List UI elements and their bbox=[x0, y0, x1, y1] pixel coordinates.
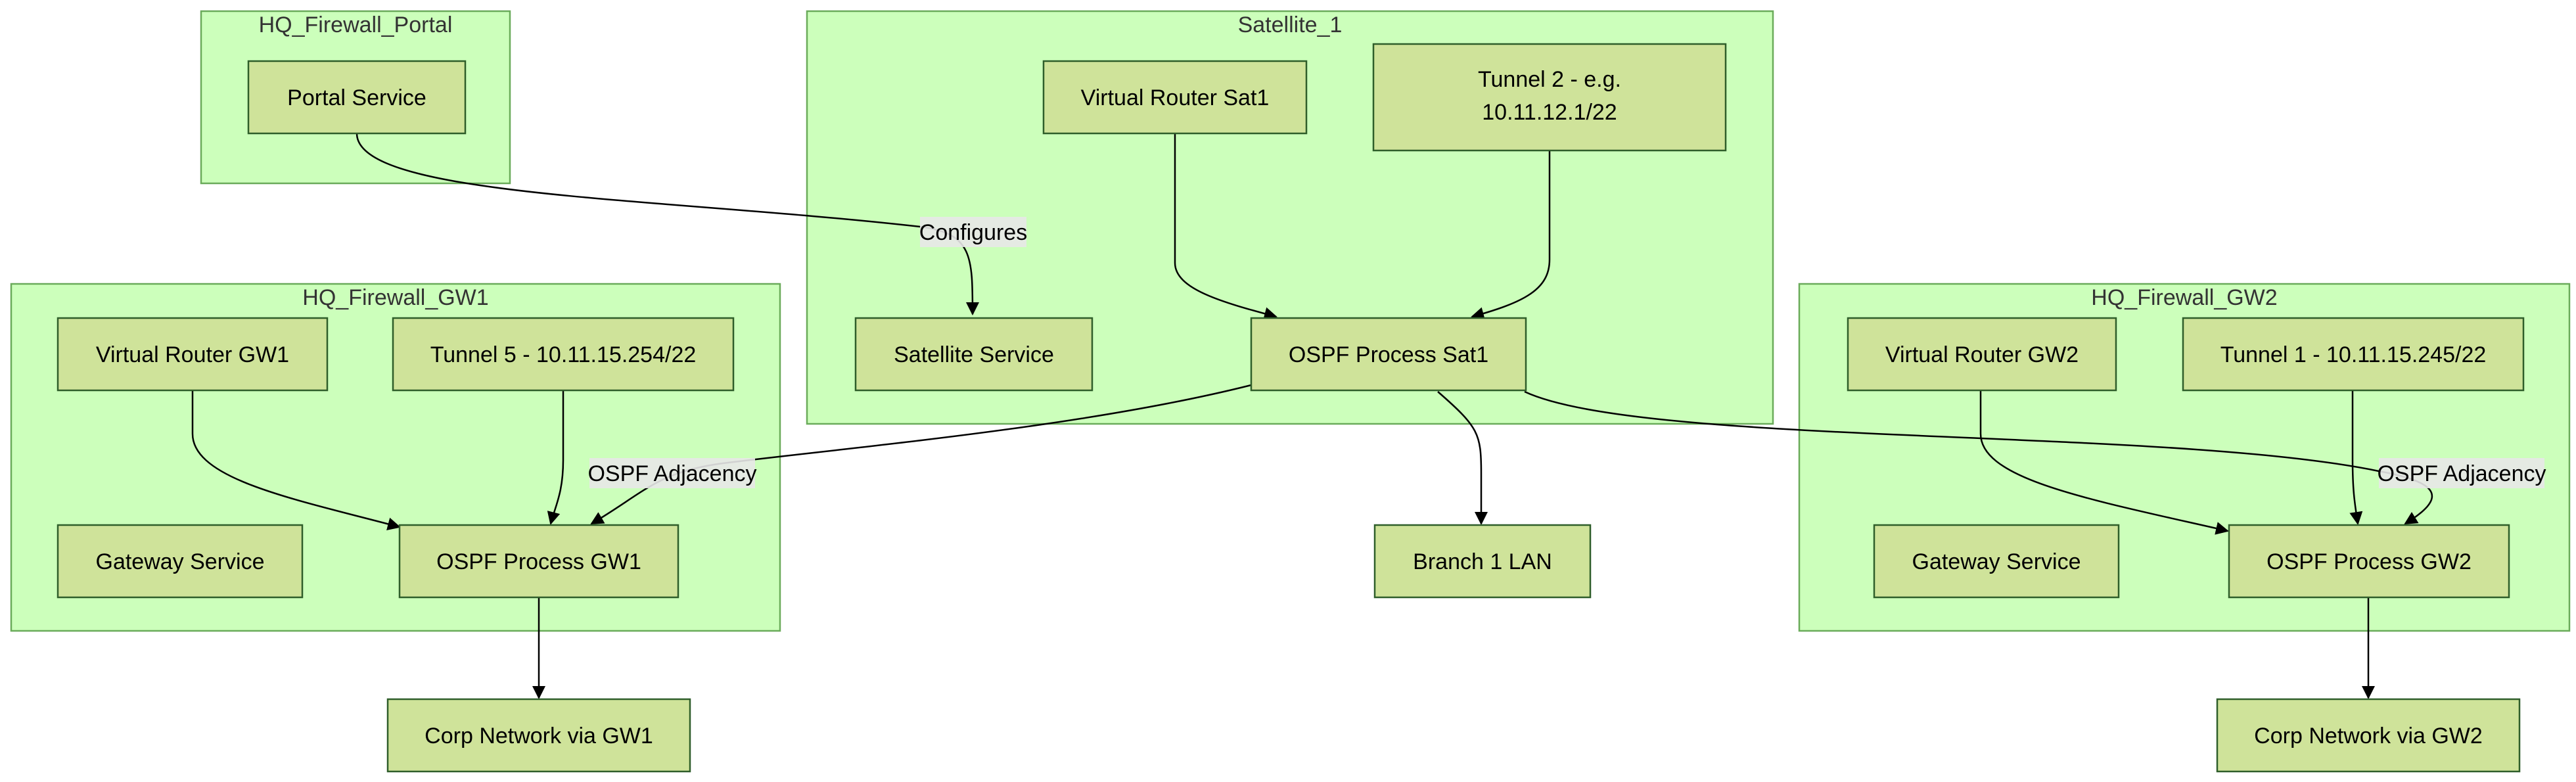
node-gateway-service-gw2-label: Gateway Service bbox=[1912, 549, 2081, 574]
edge-label-configures: Configures bbox=[919, 217, 1027, 247]
node-satellite-service-label: Satellite Service bbox=[894, 342, 1054, 367]
node-portal-service[interactable]: Portal Service bbox=[247, 60, 467, 135]
node-virtual-router-sat1-label: Virtual Router Sat1 bbox=[1081, 85, 1270, 110]
node-ospf-process-gw1-label: OSPF Process GW1 bbox=[436, 549, 641, 574]
cluster-label-hq-firewall-portal: HQ_Firewall_Portal bbox=[259, 12, 453, 37]
node-ospf-process-gw2[interactable]: OSPF Process GW2 bbox=[2228, 524, 2510, 599]
edge-label-ospf-adjacency-gw2: OSPF Adjacency bbox=[2377, 458, 2546, 488]
edge-tunnel5-to-ospf-gw1 bbox=[547, 390, 564, 525]
edge-vr-sat1-to-ospf-sat1 bbox=[1174, 133, 1277, 320]
node-gateway-service-gw1-label: Gateway Service bbox=[96, 549, 265, 574]
node-virtual-router-sat1[interactable]: Virtual Router Sat1 bbox=[1042, 60, 1308, 135]
node-tunnel-1-label: Tunnel 1 - 10.11.15.245/22 bbox=[2220, 342, 2487, 367]
node-tunnel-5[interactable]: Tunnel 5 - 10.11.15.254/22 bbox=[392, 317, 735, 392]
node-tunnel-1[interactable]: Tunnel 1 - 10.11.15.245/22 bbox=[2182, 317, 2525, 392]
node-ospf-process-gw2-label: OSPF Process GW2 bbox=[2266, 549, 2472, 574]
node-ospf-process-sat1[interactable]: OSPF Process Sat1 bbox=[1250, 317, 1527, 392]
node-portal-service-label: Portal Service bbox=[287, 85, 426, 110]
edge-ospf-sat1-to-ospf-gw1 bbox=[590, 384, 1252, 525]
node-ospf-process-gw1[interactable]: OSPF Process GW1 bbox=[398, 524, 679, 599]
edge-label-ospf-adjacency-gw2-text: OSPF Adjacency bbox=[2377, 461, 2546, 486]
edge-label-configures-text: Configures bbox=[919, 220, 1027, 245]
node-ospf-process-sat1-label: OSPF Process Sat1 bbox=[1289, 342, 1488, 367]
cluster-label-satellite-1: Satellite_1 bbox=[1238, 12, 1343, 37]
node-virtual-router-gw1-label: Virtual Router GW1 bbox=[96, 342, 289, 367]
node-gateway-service-gw1[interactable]: Gateway Service bbox=[57, 524, 304, 599]
node-virtual-router-gw2-label: Virtual Router GW2 bbox=[1885, 342, 2079, 367]
node-virtual-router-gw2[interactable]: Virtual Router GW2 bbox=[1847, 317, 2117, 392]
node-corp-network-gw2-label: Corp Network via GW2 bbox=[2254, 724, 2483, 748]
edge-label-ospf-adjacency-gw1-text: OSPF Adjacency bbox=[587, 461, 756, 486]
node-branch-1-lan-label: Branch 1 LAN bbox=[1413, 549, 1552, 574]
edge-ospf-sat1-to-ospf-gw2 bbox=[1524, 390, 2433, 525]
node-branch-1-lan[interactable]: Branch 1 LAN bbox=[1373, 524, 1592, 599]
node-gateway-service-gw2[interactable]: Gateway Service bbox=[1873, 524, 2120, 599]
node-satellite-service[interactable]: Satellite Service bbox=[854, 317, 1093, 392]
node-corp-network-gw2[interactable]: Corp Network via GW2 bbox=[2216, 698, 2521, 773]
edge-portal-to-satellite-service bbox=[356, 133, 979, 315]
edge-tunnel1-to-ospf-gw2 bbox=[2349, 390, 2363, 525]
node-tunnel-2[interactable]: Tunnel 2 - e.g. 10.11.12.1/22 bbox=[1372, 43, 1727, 152]
edge-ospf-sat1-to-branch-lan bbox=[1437, 391, 1488, 525]
edge-label-ospf-adjacency-gw1: OSPF Adjacency bbox=[587, 458, 757, 488]
edge-tunnel2-to-ospf-sat1 bbox=[1471, 150, 1551, 320]
edge-vr-gw2-to-ospf-gw2 bbox=[1979, 390, 2229, 535]
node-corp-network-gw1-label: Corp Network via GW1 bbox=[425, 724, 653, 748]
node-corp-network-gw1[interactable]: Corp Network via GW1 bbox=[386, 698, 691, 773]
edge-vr-gw1-to-ospf-gw1 bbox=[191, 390, 401, 531]
node-tunnel-2-label-line2: 10.11.12.1/22 bbox=[1482, 100, 1617, 125]
cluster-label-hq-firewall-gw2: HQ_Firewall_GW2 bbox=[2091, 285, 2277, 310]
node-tunnel-5-label: Tunnel 5 - 10.11.15.254/22 bbox=[430, 342, 697, 367]
cluster-label-hq-firewall-gw1: HQ_Firewall_GW1 bbox=[302, 285, 488, 310]
node-tunnel-2-label-line1: Tunnel 2 - e.g. bbox=[1478, 67, 1621, 92]
node-virtual-router-gw1[interactable]: Virtual Router GW1 bbox=[57, 317, 329, 392]
